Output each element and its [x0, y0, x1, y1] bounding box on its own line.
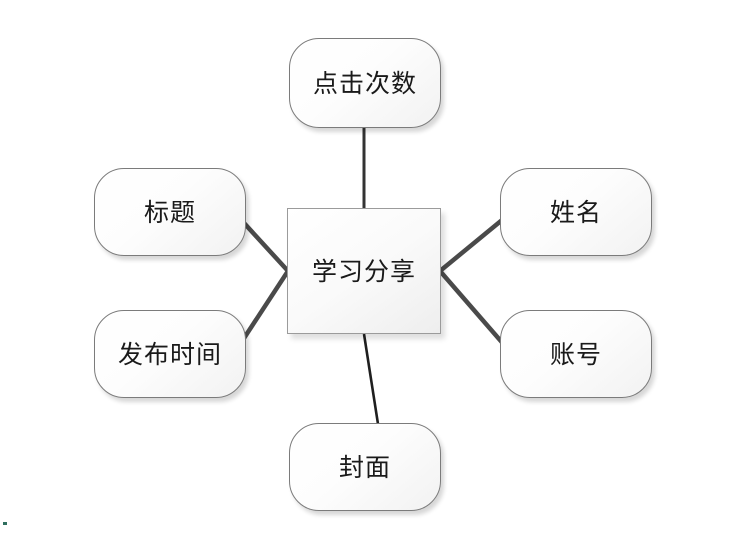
node-publish-time[interactable]: 发布时间 — [94, 310, 246, 398]
node-account-label: 账号 — [549, 339, 602, 369]
node-publish-time-label: 发布时间 — [117, 339, 222, 369]
node-name[interactable]: 姓名 — [500, 168, 652, 256]
node-center-learning-share[interactable]: 学习分享 — [287, 208, 441, 334]
node-click-count[interactable]: 点击次数 — [289, 38, 441, 128]
node-title-label: 标题 — [143, 197, 196, 227]
node-account[interactable]: 账号 — [500, 310, 652, 398]
node-click-count-label: 点击次数 — [312, 68, 417, 98]
edge-center-cover — [362, 333, 380, 425]
node-cover[interactable]: 封面 — [289, 423, 441, 511]
node-center-label: 学习分享 — [311, 256, 416, 286]
render-artifact-pixel — [3, 522, 7, 525]
node-cover-label: 封面 — [338, 452, 391, 482]
node-name-label: 姓名 — [549, 197, 602, 227]
node-title[interactable]: 标题 — [94, 168, 246, 256]
